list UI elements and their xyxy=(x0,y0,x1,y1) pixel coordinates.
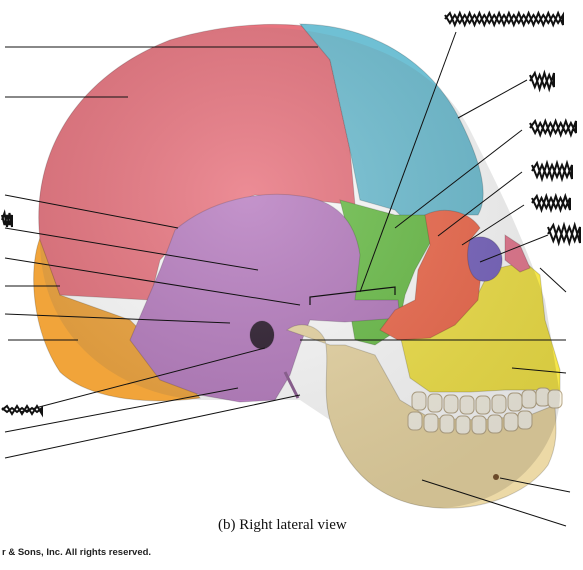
redacted-label xyxy=(547,221,581,247)
leader-line xyxy=(4,194,179,229)
leader-line xyxy=(4,394,301,459)
leader-line xyxy=(479,234,549,263)
leader-lines xyxy=(4,31,571,527)
leader-line xyxy=(511,367,567,374)
leader-line xyxy=(4,257,301,306)
copyright-notice: r & Sons, Inc. All rights reserved. xyxy=(2,547,152,558)
leader-line xyxy=(461,204,525,246)
mental-foramen xyxy=(493,474,499,480)
redacted-label xyxy=(444,10,564,28)
leader-line xyxy=(457,79,528,119)
leader-line xyxy=(19,347,266,413)
leader-line xyxy=(421,479,567,527)
leader-line xyxy=(4,227,259,271)
leader-line xyxy=(4,313,231,324)
skull-shading xyxy=(38,27,561,508)
leader-line xyxy=(539,267,567,293)
leader-line xyxy=(499,477,571,493)
redacted-label xyxy=(1,209,13,228)
redacted-label xyxy=(529,118,577,138)
leader-line xyxy=(394,129,523,229)
leader-line xyxy=(359,31,457,293)
leader-line xyxy=(437,171,523,237)
redacted-label xyxy=(1,404,43,418)
zygomatic-arch-bracket xyxy=(309,286,396,305)
redacted-label xyxy=(531,192,571,214)
leader-line xyxy=(4,387,239,433)
figure-caption: (b) Right lateral view xyxy=(218,517,347,533)
redacted-label xyxy=(529,69,555,93)
redacted-labels xyxy=(1,10,581,418)
redacted-label xyxy=(531,159,573,183)
